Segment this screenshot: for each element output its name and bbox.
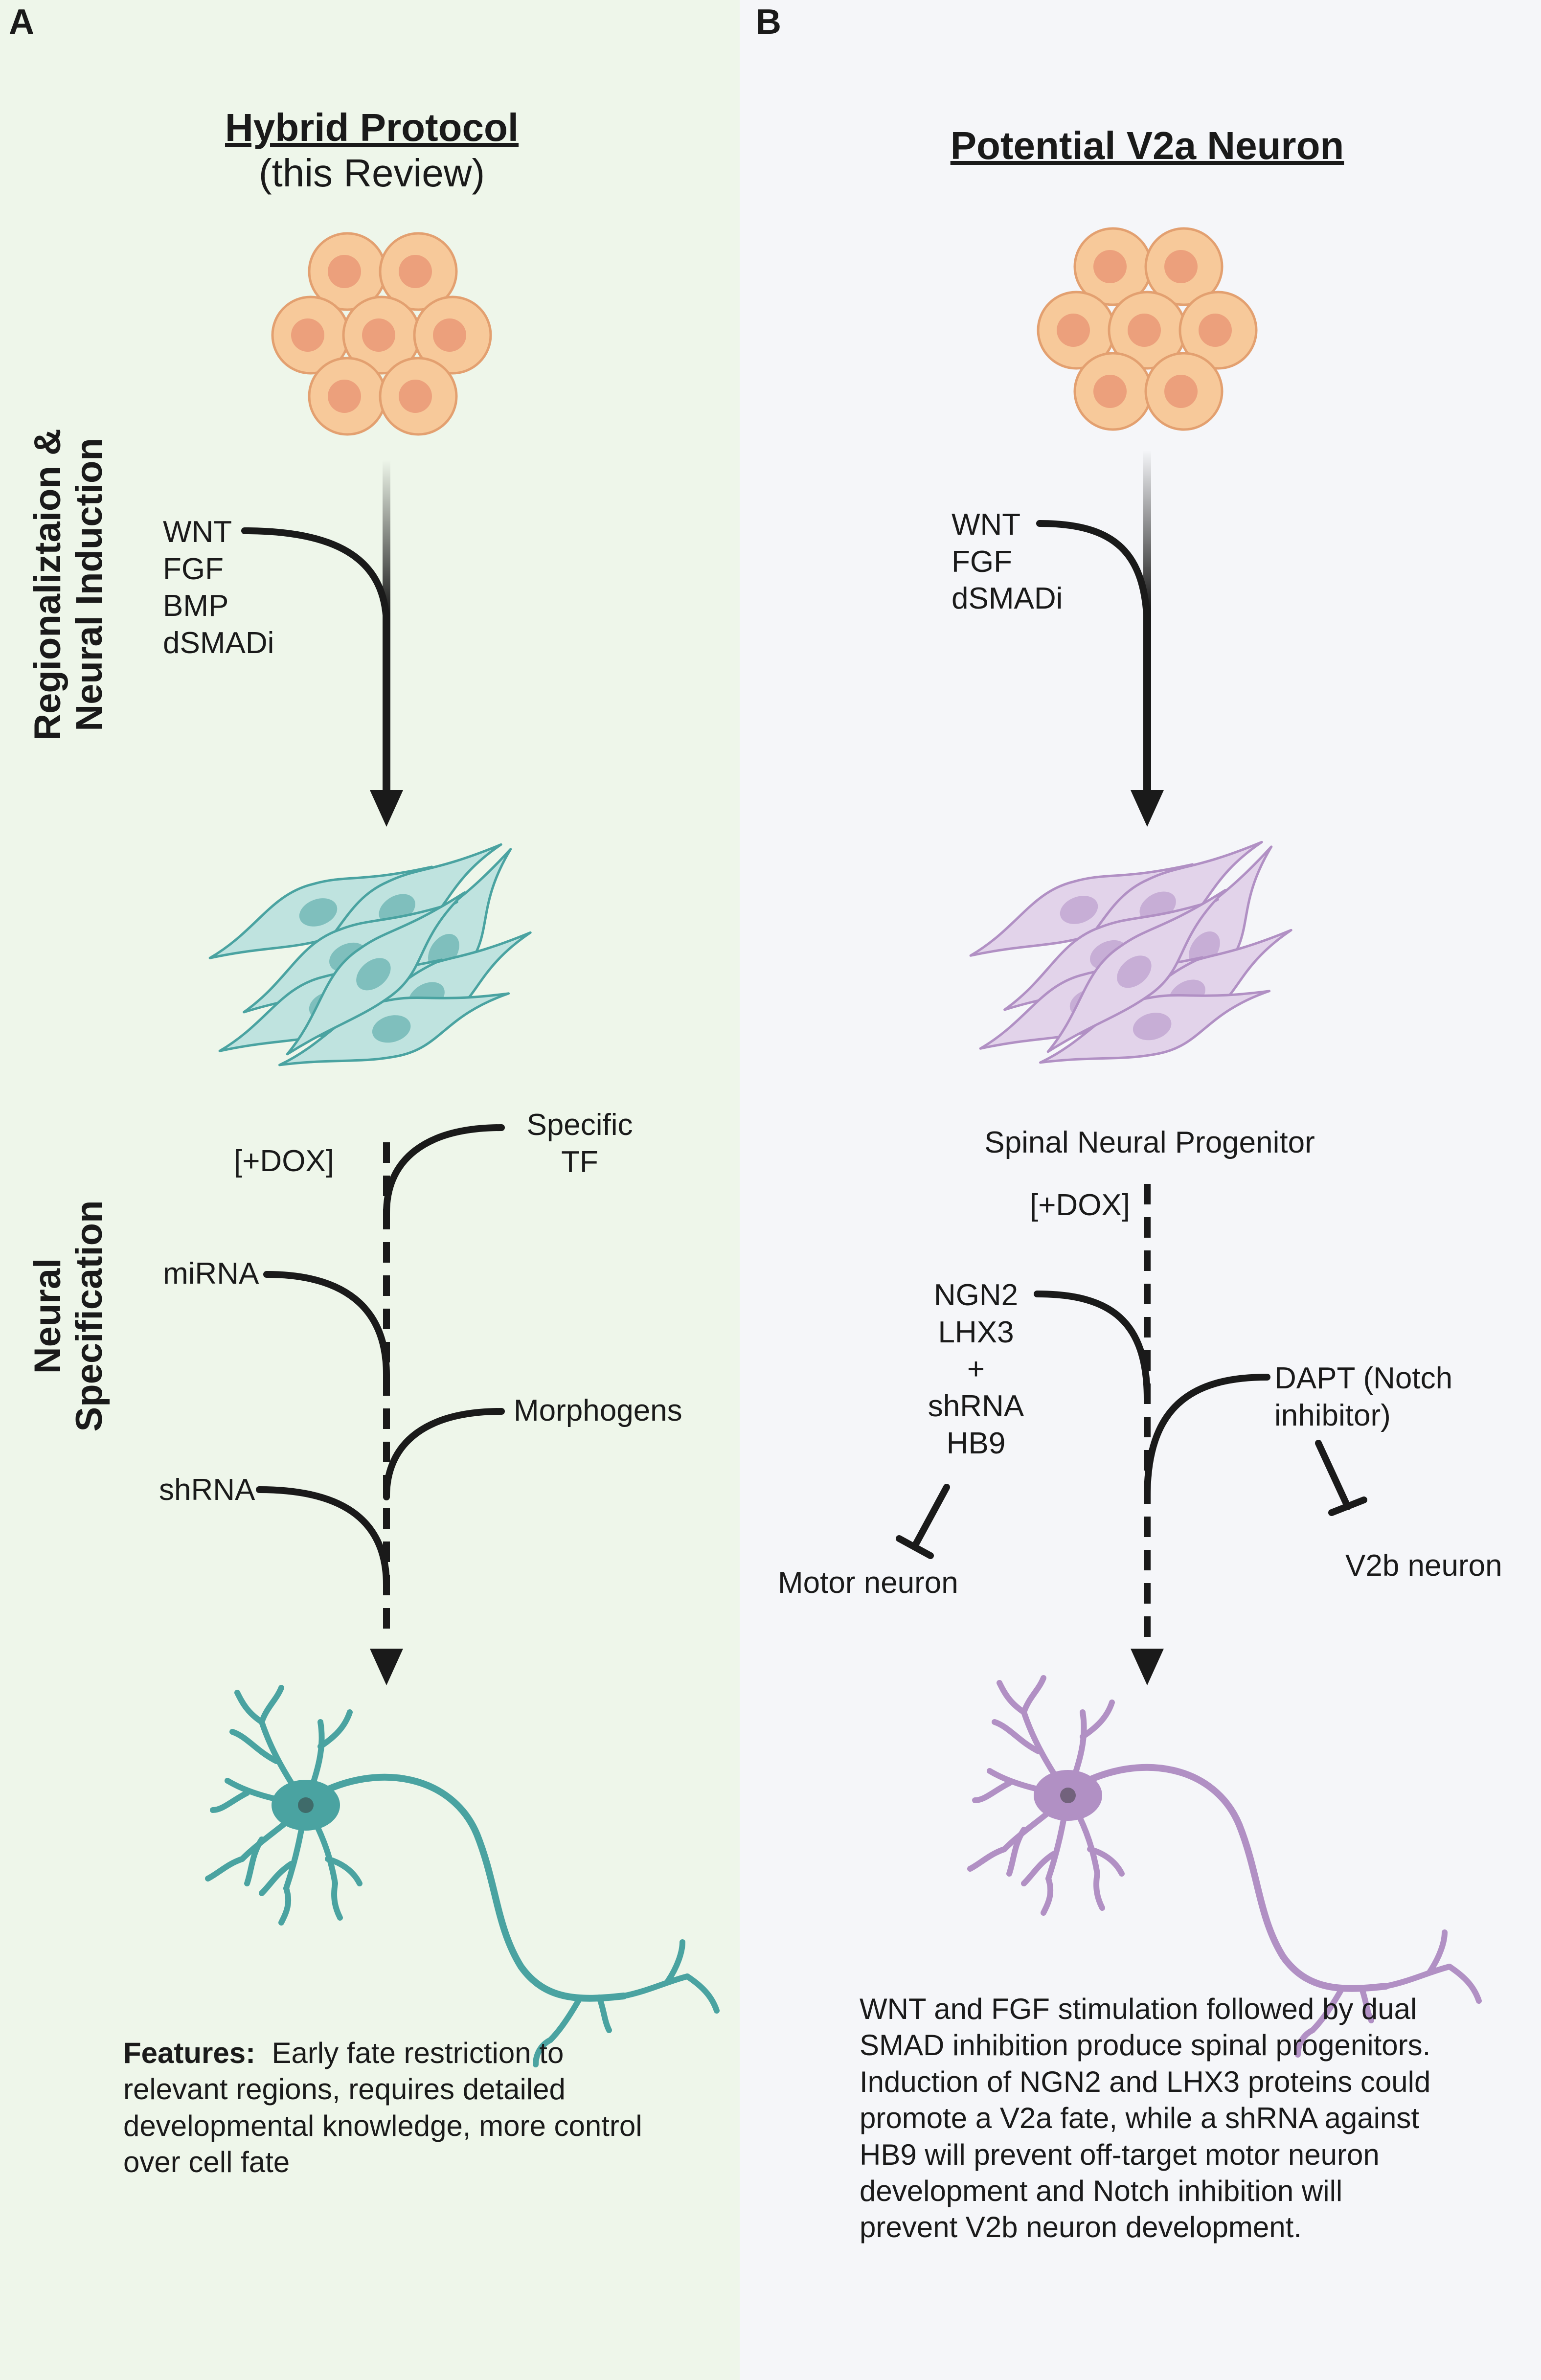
curve-morphogens [383, 1408, 505, 1500]
factor-lhx3: LHX3 [938, 1315, 1014, 1349]
features-body: Early fate restriction to relevant regio… [123, 2037, 642, 2179]
stem-cell-cluster-b [1037, 227, 1258, 431]
factor-wnt-b: WNT [952, 508, 1021, 542]
side-label-induction-line2: Neural Induction [68, 438, 110, 731]
neuron-b [967, 1675, 1482, 2058]
panel-letter-a: A [9, 2, 34, 42]
v2b-neuron-label: V2b neuron [1345, 1549, 1502, 1583]
dapt-line2: inhibitor) [1274, 1398, 1391, 1432]
neuron-nucleus [1060, 1788, 1076, 1803]
specific-tf-line1: Specific [526, 1108, 633, 1142]
side-label-specification-line2: Specification [68, 1200, 110, 1432]
features-heading: Features: [123, 2037, 256, 2069]
dapt-label: DAPT (Notch inhibitor) [1274, 1360, 1452, 1434]
curve-ngn2 [1034, 1291, 1151, 1403]
description-text: WNT and FGF stimulation followed by dual… [860, 1993, 1431, 2244]
stem-cell [1178, 291, 1258, 370]
side-label-induction-line1: Regionaliztaion & [26, 429, 68, 741]
curve-dapt [1144, 1374, 1270, 1500]
stem-cell-cluster-a [271, 232, 492, 436]
stem-cell [1073, 352, 1153, 431]
induction-arrow-a [370, 460, 403, 827]
curve-mirna [263, 1271, 390, 1378]
induction-factors-a: WNT FGF BMP dSMADi [163, 514, 274, 662]
factor-bmp-a: BMP [163, 589, 229, 623]
factor-stack-b: NGN2 LHX3 + shRNA HB9 [905, 1277, 1047, 1462]
factor-dsmadi-b: dSMADi [952, 582, 1063, 616]
panel-a-subtitle: (this Review) [258, 151, 485, 195]
specific-tf-label: Specific TF [511, 1107, 648, 1180]
side-label-specification: Neural Specification [27, 1201, 110, 1432]
dox-label-b: [+DOX] [1030, 1188, 1131, 1222]
progenitor-cell [278, 992, 510, 1066]
shrna-label: shRNA [159, 1473, 255, 1507]
specification-arrowhead-a [370, 1649, 403, 1685]
features-text: Features: Early fate restriction to rele… [123, 2035, 652, 2181]
specific-tf-line2: TF [561, 1145, 598, 1179]
inhibit-motor-neuron [896, 1484, 950, 1559]
stem-cell [342, 295, 421, 375]
neural-progenitor-cluster-a [208, 843, 532, 1066]
specification-arrowhead-b [1131, 1649, 1164, 1685]
stem-cell [379, 232, 458, 311]
stem-cell [1108, 291, 1187, 370]
induction-arrow-b [1131, 450, 1164, 827]
stem-cell [1037, 291, 1116, 370]
factor-fgf-a: FGF [163, 552, 224, 586]
factor-plus: + [967, 1352, 985, 1386]
side-label-specification-line1: Neural [26, 1258, 68, 1374]
factor-shrna-b: shRNA [928, 1389, 1024, 1423]
neural-progenitor-cluster-b [969, 840, 1292, 1064]
induction-curve-b [1036, 520, 1151, 635]
motor-neuron-label: Motor neuron [778, 1566, 958, 1600]
induction-curve-a [241, 527, 390, 630]
dapt-line1: DAPT (Notch [1274, 1361, 1453, 1395]
factor-hb9: HB9 [946, 1426, 1006, 1460]
curve-shrna [256, 1486, 390, 1588]
stem-cell [1144, 352, 1224, 431]
stem-cell [308, 232, 387, 311]
factor-fgf-b: FGF [952, 544, 1012, 579]
stem-cell [379, 357, 458, 436]
panel-letter-b: B [756, 2, 781, 42]
curve-specific-tf [383, 1124, 505, 1217]
neuron-a [205, 1685, 720, 2067]
side-label-induction: Regionaliztaion & Neural Induction [27, 429, 110, 741]
panel-a-title: Hybrid Protocol [225, 106, 519, 149]
dox-label-a: [+DOX] [234, 1144, 335, 1178]
mirna-label: miRNA [163, 1257, 259, 1291]
neuron-nucleus [298, 1797, 314, 1813]
stem-cell [413, 295, 492, 375]
induction-factors-b: WNT FGF dSMADi [952, 506, 1063, 617]
stem-cell [1144, 227, 1224, 306]
factor-dsmadi-a: dSMADi [163, 626, 274, 660]
progenitor-cell [286, 891, 466, 1056]
stem-cell [308, 357, 387, 436]
factor-wnt-a: WNT [163, 515, 232, 549]
panel-b-title: Potential V2a Neuron [950, 124, 1344, 167]
factor-ngn2: NGN2 [933, 1278, 1019, 1312]
morphogens-label: Morphogens [514, 1394, 682, 1428]
progenitor-cell [1046, 888, 1227, 1053]
progenitor-label: Spinal Neural Progenitor [984, 1126, 1315, 1159]
inhibit-v2b-neuron [1315, 1440, 1367, 1516]
progenitor-cell [1039, 990, 1271, 1064]
